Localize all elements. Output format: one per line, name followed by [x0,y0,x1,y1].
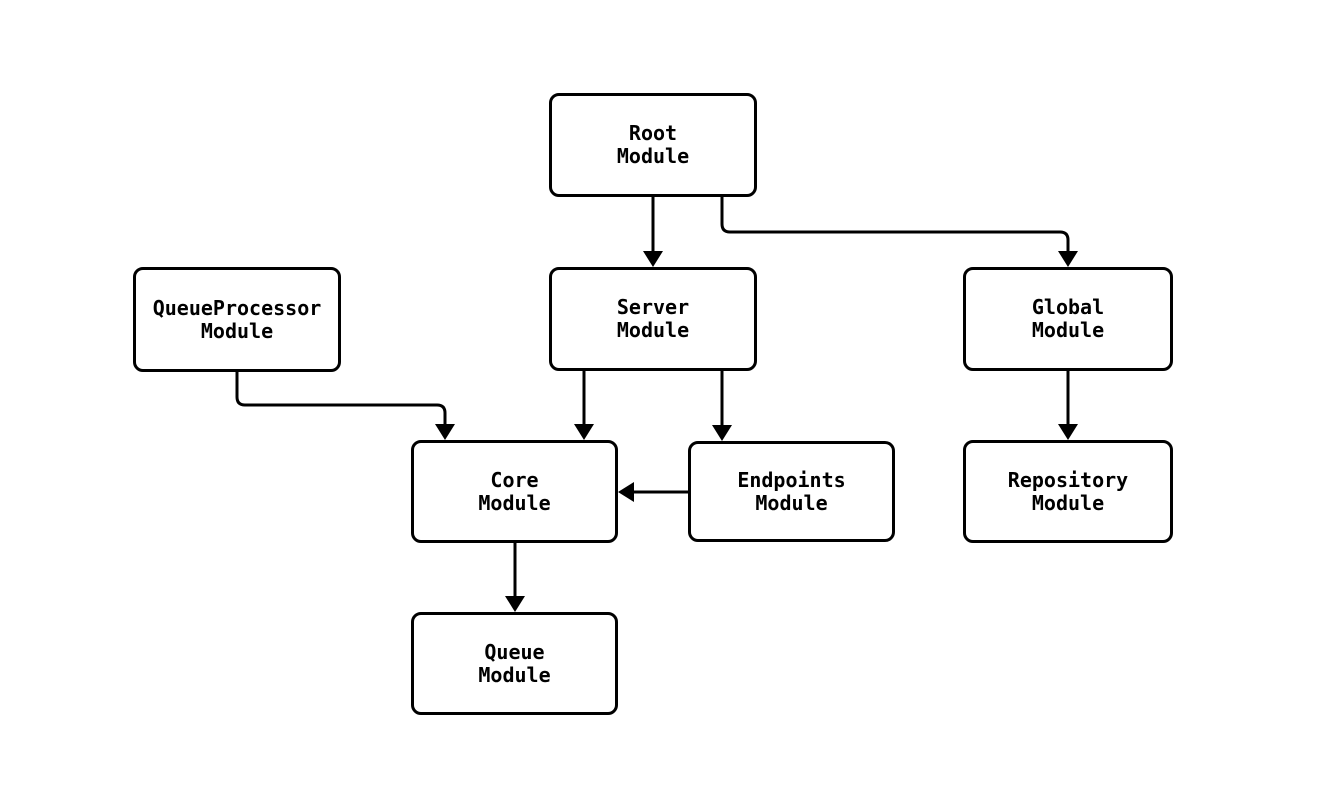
node-server-module: Server Module [549,267,757,371]
node-core-module: Core Module [411,440,618,543]
edge-queueprocessor-to-core-arrowhead-icon [435,424,455,440]
node-label: Queue Module [478,639,551,687]
edge-server-to-core-arrowhead-icon [574,424,594,440]
node-root-module: Root Module [549,93,757,197]
edge-queueprocessor-to-core-line [235,371,447,424]
node-label: Repository Module [1007,467,1129,515]
node-label: QueueProcessor Module [152,295,322,343]
edge-root-to-global-line [720,197,1070,251]
node-repository-module: Repository Module [963,440,1173,543]
edge-core-to-queue-arrowhead-icon [505,596,525,612]
edge-server-to-endpoints-arrowhead-icon [712,425,732,441]
node-label: Root Module [616,121,690,168]
node-queueprocessor-module: QueueProcessor Module [133,267,341,372]
edge-root-to-global-arrowhead-icon [1058,251,1078,267]
node-label: Core Module [478,467,551,515]
node-label: Server Module [616,295,690,342]
node-queue-module: Queue Module [411,612,618,715]
edge-root-to-server-arrowhead-icon [643,251,663,267]
node-label: Endpoints Module [737,467,846,515]
node-global-module: Global Module [963,267,1173,371]
edge-endpoints-to-core-arrowhead-icon [618,482,634,502]
edge-global-to-repository-arrowhead-icon [1058,424,1078,440]
node-endpoints-module: Endpoints Module [688,441,895,542]
node-label: Global Module [1031,295,1105,342]
